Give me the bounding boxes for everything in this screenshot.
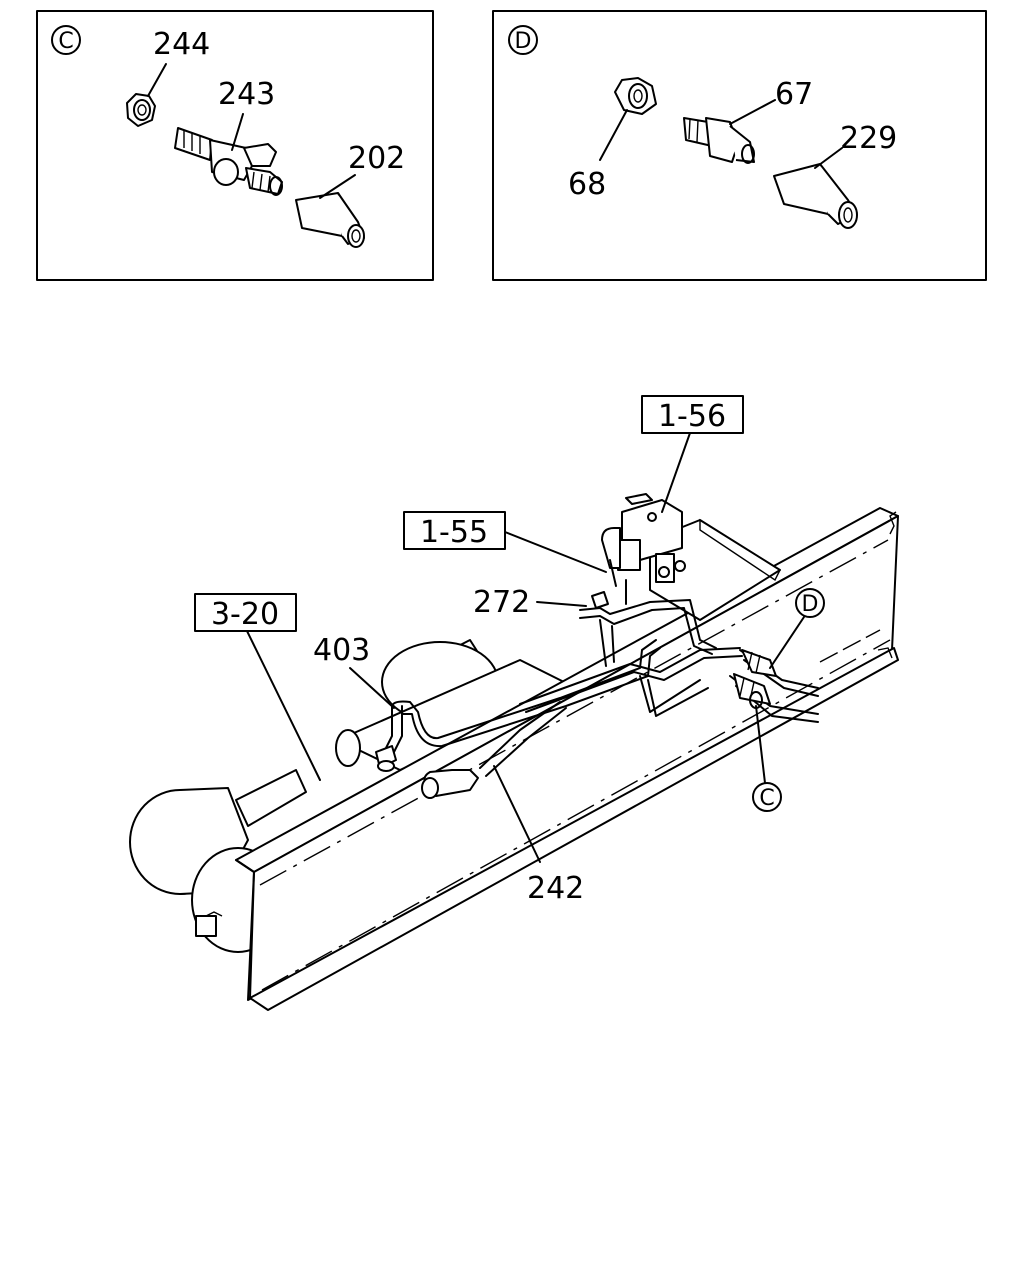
marker-c-circle bbox=[752, 782, 782, 812]
label-243: 243 bbox=[218, 77, 275, 112]
detail-c-panel: C 244 243 202 bbox=[36, 10, 434, 281]
ref-box-3-20: 3-20 bbox=[194, 593, 297, 632]
valve-bracket-illustration bbox=[601, 493, 781, 621]
connector-202-illustration bbox=[295, 192, 365, 248]
ref-1-55-text: 1-55 bbox=[420, 515, 488, 550]
nut-68-illustration bbox=[614, 77, 657, 115]
detail-d-panel: D 68 67 229 bbox=[492, 10, 987, 281]
detail-c-marker-circle bbox=[51, 25, 81, 55]
detail-c-marker: C bbox=[58, 29, 73, 54]
ref-box-1-55: 1-55 bbox=[403, 511, 506, 550]
label-244: 244 bbox=[153, 27, 210, 62]
ref-3-20-text: 3-20 bbox=[211, 597, 279, 632]
label-242: 242 bbox=[527, 871, 584, 906]
label-68: 68 bbox=[568, 167, 606, 202]
pipe-fittings-illustration bbox=[375, 591, 777, 799]
adapter-67-illustration bbox=[683, 117, 755, 164]
label-272: 272 bbox=[473, 585, 530, 620]
ref-1-56-text: 1-56 bbox=[658, 399, 726, 434]
detail-d-marker-circle bbox=[508, 25, 538, 55]
nut-244-illustration bbox=[126, 93, 156, 127]
label-229: 229 bbox=[840, 121, 897, 156]
main-assembly: 1-56 1-55 3-20 272 403 242 D C bbox=[129, 395, 899, 1011]
ref-box-1-56: 1-56 bbox=[641, 395, 744, 434]
label-67: 67 bbox=[775, 77, 813, 112]
connector-229-illustration bbox=[773, 163, 858, 229]
marker-c: C bbox=[759, 786, 774, 811]
label-202: 202 bbox=[348, 141, 405, 176]
frame-rail-illustration bbox=[235, 507, 899, 1011]
marker-d: D bbox=[802, 592, 819, 617]
marker-d-circle bbox=[795, 588, 825, 618]
detail-d-marker: D bbox=[515, 29, 532, 54]
label-403: 403 bbox=[313, 633, 370, 668]
tee-fitting-243-illustration bbox=[174, 127, 283, 196]
